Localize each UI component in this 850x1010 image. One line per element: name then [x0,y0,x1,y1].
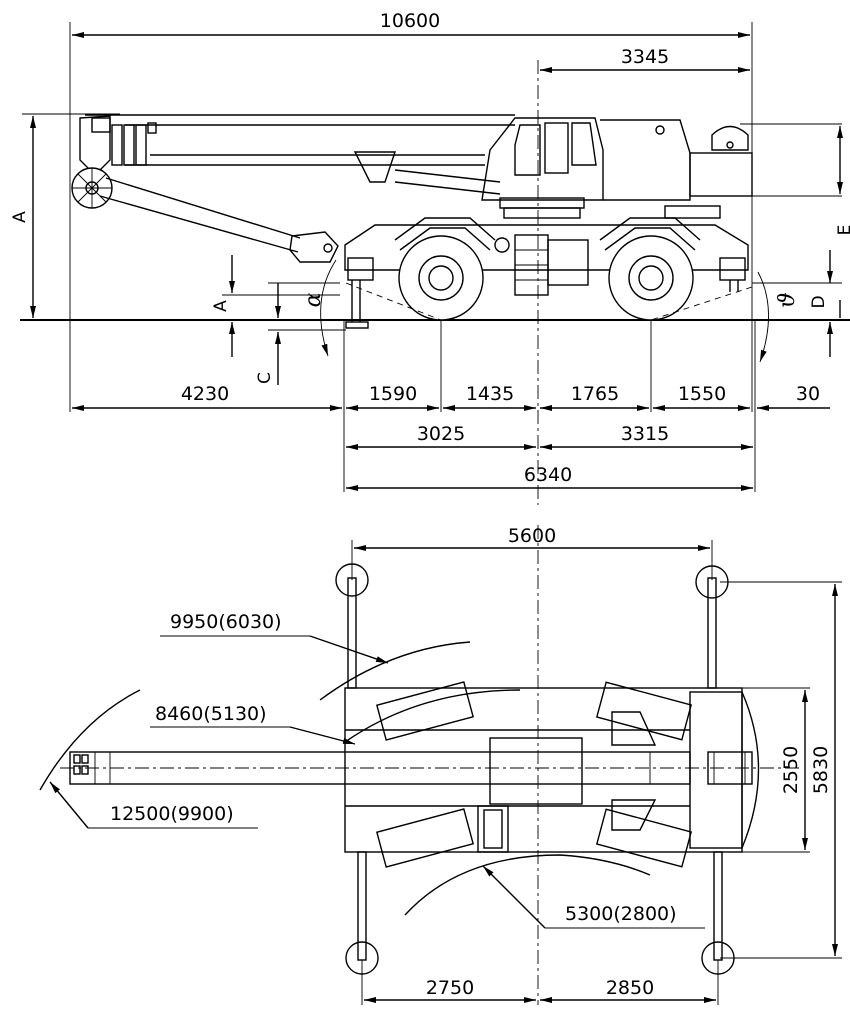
dim-1765-label: 1765 [571,383,619,405]
dim-1435-label: 1435 [466,383,514,405]
radius-8460-label: 8460(5130) [155,703,267,725]
alpha-angle-label: α [301,292,326,307]
a-small-letter-label: A [211,300,231,312]
carrier-frame [344,217,749,296]
front-outrigger [345,257,374,329]
dim-1590-label: 1590 [369,383,417,405]
boom-top [69,737,691,853]
rear-spread-label: 2850 [606,977,654,999]
rear-overhang-label: 3345 [621,46,669,68]
beta-angle-label: ϑ [775,292,800,308]
d-letter-label: D [809,295,829,308]
height-letter-label: A [10,211,30,223]
slewing-radii-arcs [39,641,651,916]
front-half-label: 3025 [417,423,465,445]
outrigger-span-label: 5600 [508,525,556,547]
luffing-cylinder [394,169,501,195]
radius-9950-label: 9950(6030) [170,611,282,633]
rear-half-label: 3315 [621,423,669,445]
e-letter-label: E [835,225,850,236]
dim-1550-label: 1550 [678,383,726,405]
angle-arcs [320,259,769,363]
rear-wheel [608,235,694,321]
radius-leaders [49,635,705,929]
width-label: 2550 [780,746,802,794]
operator-cab [481,117,604,219]
superstructure [600,119,753,219]
jib [99,177,339,263]
radius-12500-label: 12500(9900) [110,803,234,825]
wheelbase-total-label: 6340 [524,464,572,486]
carrier-body-top [344,687,760,853]
approach-departure-lines [345,282,753,321]
side-view: 10600 3345 4230 1590 1435 1765 1550 30 3… [10,10,850,505]
boom [79,114,515,183]
overall-length-label: 10600 [380,10,440,32]
outrigger-width-label: 5830 [810,746,832,794]
tires-top [376,681,693,868]
top-extension-lines [351,540,842,1005]
small-dimension-lines [222,250,842,385]
rear-outrigger [719,257,746,292]
front-wheel [398,235,484,321]
side-extension-lines [22,22,842,492]
outrigger-pads [335,563,735,975]
top-view: 5600 2550 5830 2750 2850 9950(6030) 8460… [39,525,842,1005]
dim-30-label: 30 [796,383,820,405]
boom-front-label: 4230 [181,383,229,405]
front-spread-label: 2750 [426,977,474,999]
c-letter-label: C [255,372,275,384]
radius-5300-label: 5300(2800) [565,903,677,925]
hook-sheave [71,167,113,209]
